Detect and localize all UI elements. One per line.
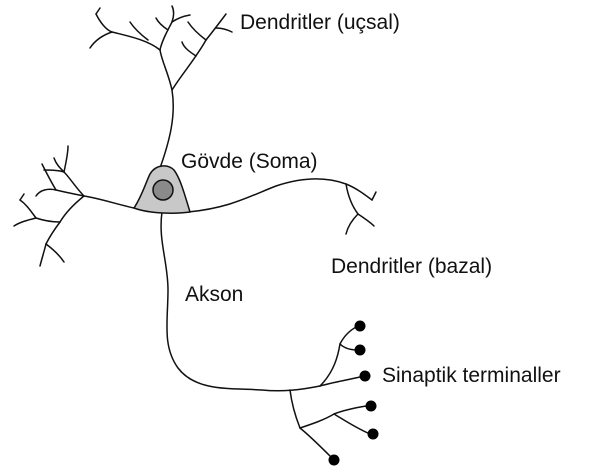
- terminal-dot: [360, 371, 371, 382]
- synaptic-terminals-label: Sinaptik terminaller: [382, 365, 561, 386]
- apical-dendrites-label: Dendritler (uçsal): [240, 12, 400, 33]
- basal-dendrites-label: Dendritler (bazal): [331, 256, 492, 277]
- axon: [161, 212, 370, 458]
- apical-dendrites: [90, 6, 232, 168]
- terminal-dot: [329, 455, 340, 466]
- soma-label: Gövde (Soma): [181, 151, 318, 172]
- left-basal-dendrites: [14, 146, 134, 266]
- terminal-dot: [366, 401, 377, 412]
- terminal-dot: [355, 345, 366, 356]
- terminal-dot: [355, 321, 366, 332]
- terminal-dot: [368, 429, 379, 440]
- axon-label: Akson: [185, 284, 243, 305]
- synaptic-terminal-dots: [329, 321, 379, 466]
- right-basal-dendrite: [188, 179, 376, 234]
- nucleus: [153, 180, 173, 200]
